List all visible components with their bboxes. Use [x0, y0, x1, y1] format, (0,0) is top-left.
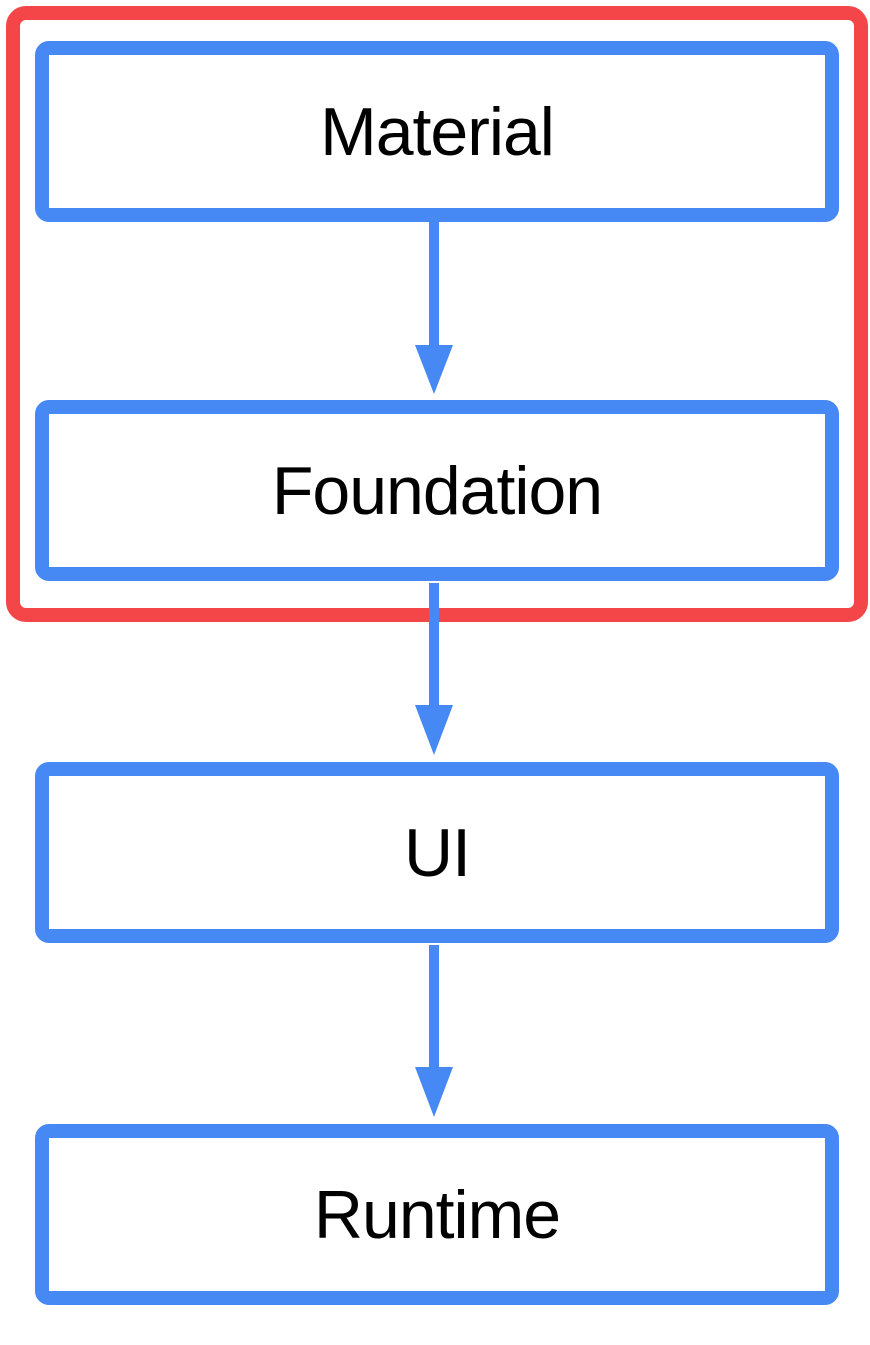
layer-box-ui: UI — [35, 762, 839, 943]
layer-box-foundation: Foundation — [35, 400, 839, 581]
layer-label-runtime: Runtime — [313, 1176, 561, 1253]
layer-box-runtime: Runtime — [35, 1124, 839, 1305]
layer-label-material: Material — [320, 93, 555, 170]
arrow-ui-to-runtime-head — [415, 1067, 453, 1117]
layer-label-ui: UI — [404, 814, 471, 891]
arrow-foundation-to-ui-head — [415, 705, 453, 755]
layer-label-foundation: Foundation — [271, 452, 603, 529]
highlight-group-frame — [6, 6, 868, 622]
layer-box-material: Material — [35, 41, 839, 222]
